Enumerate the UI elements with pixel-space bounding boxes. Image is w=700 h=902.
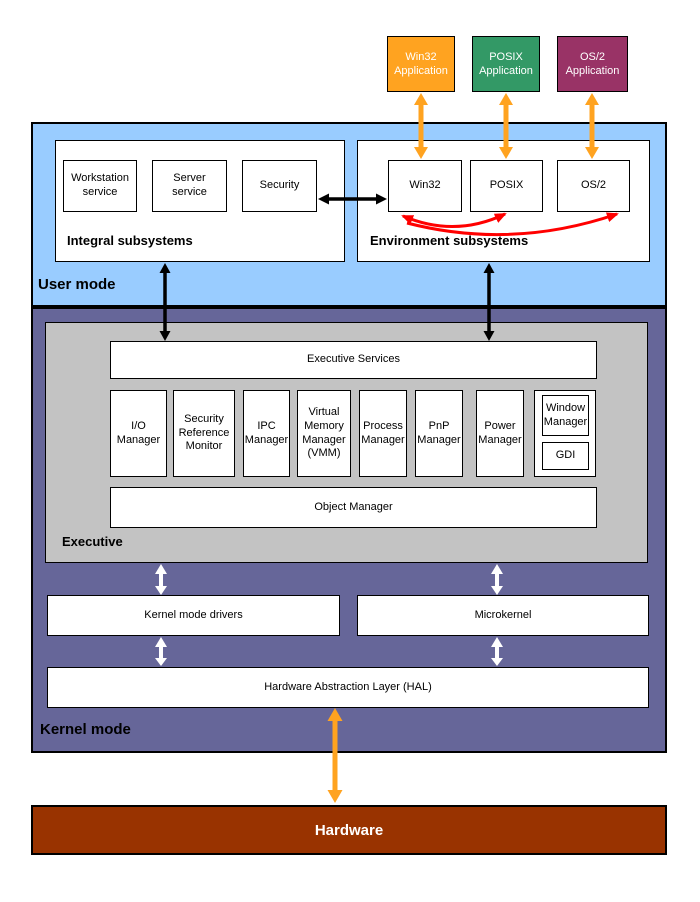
win32-application-box: Win32 Application [387, 36, 455, 92]
workstation-service-box: Workstation service [63, 160, 137, 212]
user-mode-label: User mode [38, 276, 116, 293]
ipc-manager-box: IPC Manager [243, 390, 290, 477]
gdi-box: GDI [542, 442, 589, 470]
window-manager-box: Window Manager [542, 395, 589, 436]
power-manager-box: Power Manager [476, 390, 524, 477]
kernel-mode-label: Kernel mode [40, 721, 131, 738]
process-manager-box: Process Manager [359, 390, 407, 477]
posix-application-box: POSIX Application [472, 36, 540, 92]
os2-application-box: OS/2 Application [557, 36, 628, 92]
virtual-memory-manager-box: Virtual Memory Manager (VMM) [297, 390, 351, 477]
integral-subsystems-label: Integral subsystems [67, 233, 193, 248]
executive-label: Executive [62, 534, 123, 549]
env-posix-box: POSIX [470, 160, 543, 212]
io-manager-box: I/O Manager [110, 390, 167, 477]
env-os2-box: OS/2 [557, 160, 630, 212]
hal-box: Hardware Abstraction Layer (HAL) [47, 667, 649, 708]
security-reference-monitor-box: Security Reference Monitor [173, 390, 235, 477]
microkernel-box: Microkernel [357, 595, 649, 636]
kernel-mode-drivers-box: Kernel mode drivers [47, 595, 340, 636]
environment-subsystems-label: Environment subsystems [370, 233, 529, 248]
hardware-box: Hardware [31, 805, 667, 855]
pnp-manager-box: PnP Manager [415, 390, 463, 477]
object-manager-bar: Object Manager [110, 487, 597, 528]
env-win32-box: Win32 [388, 160, 462, 212]
security-box: Security [242, 160, 317, 212]
executive-services-bar: Executive Services [110, 341, 597, 379]
server-service-box: Server service [152, 160, 227, 212]
